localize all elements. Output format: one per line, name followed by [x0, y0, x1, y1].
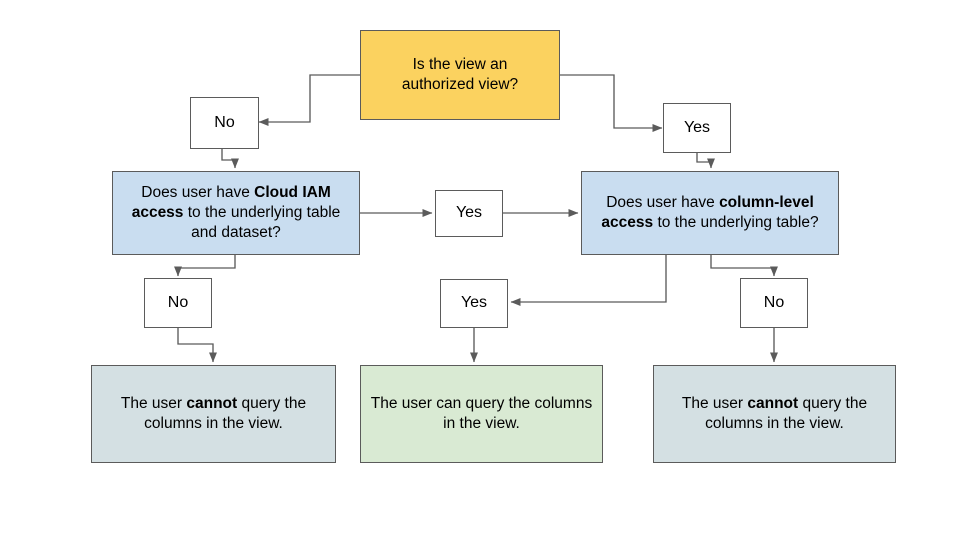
- node-result-can-query[interactable]: The user can query the columns in the vi…: [360, 365, 603, 463]
- edge-yes-top-to-column: [696, 153, 716, 169]
- node-result-cannot-query-left[interactable]: The user cannot query the columns in the…: [91, 365, 336, 463]
- node-no-left-label: No: [167, 293, 189, 311]
- node-no-top[interactable]: No: [190, 97, 259, 149]
- node-column-level-access-question[interactable]: Does user have column-level access to th…: [581, 171, 839, 255]
- node-yes-middle[interactable]: Yes: [435, 190, 503, 237]
- node-result-can-query-label: The user can query the columns in the vi…: [370, 394, 593, 432]
- node-column-level-access-question-label: Does user have column-level access to th…: [601, 193, 819, 231]
- node-no-right-label: No: [763, 293, 785, 311]
- node-no-top-label: No: [214, 113, 235, 131]
- node-yes-lower[interactable]: Yes: [440, 279, 508, 328]
- node-result-cannot-query-left-label: The user cannot query the columns in the…: [120, 394, 307, 432]
- edge-column-to-no-right: [710, 255, 779, 277]
- edge-no-top-to-iam: [221, 149, 240, 169]
- node-cloud-iam-access-question[interactable]: Does user have Cloud IAM access to the u…: [112, 171, 360, 255]
- edge-start-to-no-top: [258, 74, 360, 127]
- node-yes-middle-label: Yes: [455, 204, 483, 222]
- edge-iam-to-no-left: [173, 255, 236, 277]
- edge-start-to-yes-top: [560, 74, 663, 133]
- node-no-left[interactable]: No: [144, 278, 212, 328]
- node-cloud-iam-access-question-label: Does user have Cloud IAM access to the u…: [131, 183, 341, 242]
- node-no-right[interactable]: No: [740, 278, 808, 328]
- edge-column-to-yes-lower: [510, 255, 667, 307]
- node-result-cannot-query-right-label: The user cannot query the columns in the…: [681, 394, 868, 432]
- node-yes-top-label: Yes: [683, 118, 711, 136]
- node-yes-top[interactable]: Yes: [663, 103, 731, 153]
- node-result-cannot-query-right[interactable]: The user cannot query the columns in the…: [653, 365, 896, 463]
- node-yes-lower-label: Yes: [460, 294, 488, 312]
- edge-no-left-to-result-left: [177, 328, 218, 363]
